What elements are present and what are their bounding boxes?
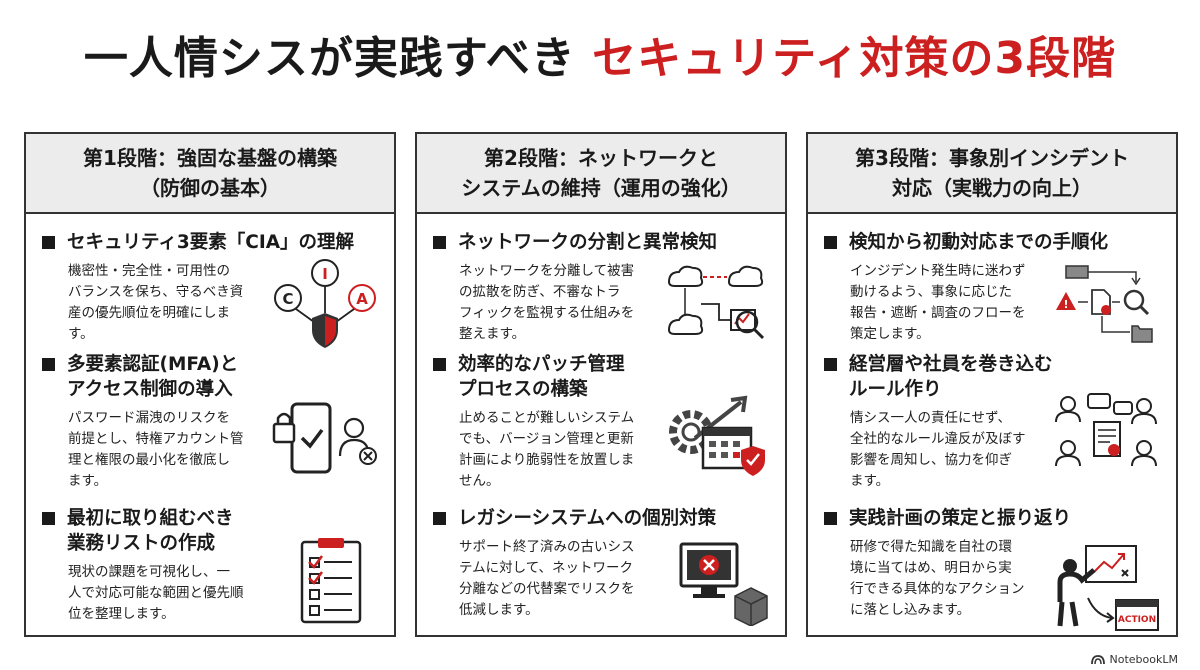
people-document-icon <box>1055 393 1157 467</box>
incident-flow-icon: ! <box>1056 265 1153 343</box>
header-line: システムの維持（運用の強化） <box>461 176 741 200</box>
section-body: ネットワークを分離して被害 の拡散を防ぎ、不審なトラ フィックを監視する仕組みを… <box>459 263 635 342</box>
mfa-phone-lock-icon <box>272 402 377 474</box>
section-patch: 効率的なパッチ管理プロセスの構築 止めることが難しいシステム でも、バージョン管… <box>431 352 775 492</box>
stage-3-header: 第3段階：事象別インシデント 対応（実戦力の向上） <box>808 134 1176 214</box>
presenter-action-icon: ACTION <box>1057 545 1159 631</box>
title-main: 一人情シスが実践すべき <box>83 33 593 84</box>
section-body: 研修で得た知識を自社の環 境に当てはめ、明日から実 行できる具体的なアクション … <box>850 539 1025 618</box>
section-body: 現状の課題を可視化し、一 人で対応可能な範囲と優先順 位を整理します。 <box>68 564 244 622</box>
section-title: 検知から初動対応までの手順化 <box>822 230 1166 255</box>
section-action-plan: 実践計画の策定と振り返り 研修で得た知識を自社の環 境に当てはめ、明日から実 行… <box>822 506 1166 631</box>
footer-brand-label: NotebookLM <box>1109 653 1178 666</box>
svg-text:!: ! <box>1063 298 1068 311</box>
section-title: ネットワークの分割と異常検知 <box>431 230 775 255</box>
page-title: 一人情シスが実践すべき セキュリティ対策の3段階 <box>0 22 1200 86</box>
section-title: 最初に取り組むべき業務リストの作成 <box>40 506 384 556</box>
stage-1-column: 第1段階：強固な基盤の構築 （防御の基本） セキュリティ3要素「CIA」の理解 … <box>24 132 396 637</box>
header-line: （防御の基本） <box>139 176 280 200</box>
patch-calendar-shield-icon <box>669 395 765 476</box>
section-title: 実践計画の策定と振り返り <box>822 506 1166 531</box>
section-network: ネットワークの分割と異常検知 ネットワークを分離して被害 の拡散を防ぎ、不審なト… <box>431 230 775 345</box>
footer-brand: NotebookLM <box>1090 653 1178 666</box>
svg-text:ACTION: ACTION <box>1118 615 1156 625</box>
section-task-list: 最初に取り組むべき業務リストの作成 現状の課題を可視化し、一 人で対応可能な範囲… <box>40 506 384 625</box>
svg-text:I: I <box>322 265 328 283</box>
stage-2-column: 第2段階：ネットワークと システムの維持（運用の強化） ネットワークの分割と異常… <box>415 132 787 637</box>
stage-3-column: 第3段階：事象別インシデント 対応（実戦力の向上） 検知から初動対応までの手順化… <box>806 132 1178 637</box>
section-title: レガシーシステムへの個別対策 <box>431 506 775 531</box>
section-body: パスワード漏洩のリスクを 前提とし、特権アカウント管 理と権限の最小化を徹底し … <box>68 410 244 489</box>
cia-triad-icon: I C A <box>274 259 376 348</box>
section-rules: 経営層や社員を巻き込むルール作り 情シス一人の責任にせず、 全社的なルール違反が… <box>822 352 1166 492</box>
svg-text:A: A <box>356 290 368 308</box>
section-mfa: 多要素認証(MFA)とアクセス制御の導入 パスワード漏洩のリスクを 前提とし、特… <box>40 352 384 492</box>
notebooklm-logo-icon <box>1090 655 1105 665</box>
header-line: 第2段階：ネットワークと <box>484 146 718 170</box>
header-line: 第1段階：強固な基盤の構築 <box>83 146 337 170</box>
section-body: 情シス一人の責任にせず、 全社的なルール違反が及ぼす 影響を周知し、協力を仰ぎ … <box>850 410 1026 489</box>
section-legacy: レガシーシステムへの個別対策 サポート終了済みの古いシス テムに対して、ネットワ… <box>431 506 775 626</box>
header-line: 第3段階：事象別インシデント <box>855 146 1129 170</box>
header-line: 対応（実戦力の向上） <box>891 176 1092 200</box>
stage-2-header: 第2段階：ネットワークと システムの維持（運用の強化） <box>417 134 785 214</box>
checklist-clipboard-icon <box>300 538 362 624</box>
section-body: インジデント発生時に迷わず 動けるよう、事象に応じた 報告・遮断・調査のフローを… <box>850 263 1026 342</box>
section-title: 経営層や社員を巻き込むルール作り <box>822 352 1166 402</box>
section-title: 多要素認証(MFA)とアクセス制御の導入 <box>40 352 384 402</box>
title-accent: セキュリティ対策の3段階 <box>592 33 1117 84</box>
section-title: セキュリティ3要素「CIA」の理解 <box>40 230 384 255</box>
section-body: サポート終了済みの古いシス テムに対して、ネットワーク 分離などの代替案でリスク… <box>459 539 635 618</box>
section-body: 機密性・完全性・可用性の バランスを保ち、守るべき資 産の優先順位を明確にしま … <box>68 263 244 342</box>
stage-1-header: 第1段階：強固な基盤の構築 （防御の基本） <box>26 134 394 214</box>
svg-text:C: C <box>282 290 293 308</box>
network-monitoring-icon <box>667 265 765 340</box>
section-cia: セキュリティ3要素「CIA」の理解 機密性・完全性・可用性の バランスを保ち、守… <box>40 230 384 348</box>
section-title: 効率的なパッチ管理プロセスの構築 <box>431 352 775 402</box>
section-incident-flow: 検知から初動対応までの手順化 インジデント発生時に迷わず 動けるよう、事象に応じ… <box>822 230 1166 345</box>
legacy-monitor-box-icon <box>679 542 768 626</box>
section-body: 止めることが難しいシステム でも、バージョン管理と更新 計画により脆弱性を放置し… <box>459 410 635 489</box>
